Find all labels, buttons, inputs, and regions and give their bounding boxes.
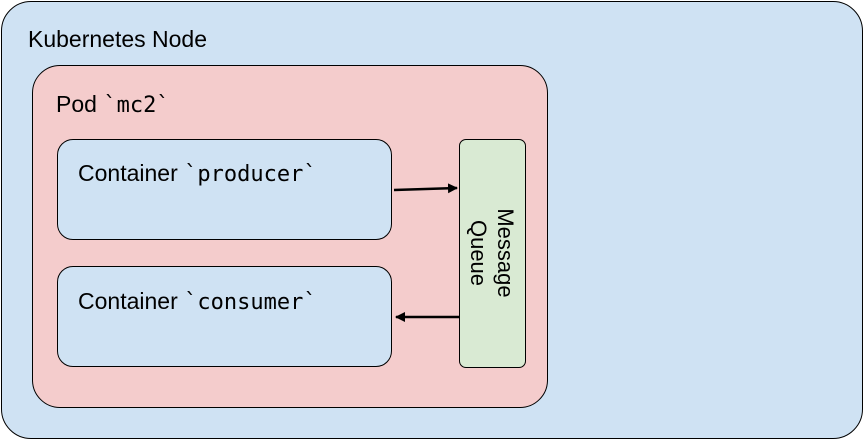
consumer-name: `consumer`	[184, 290, 317, 315]
message-queue-box	[459, 139, 526, 368]
producer-label-prefix: Container	[78, 160, 185, 186]
kubernetes-node-label: Kubernetes Node	[28, 26, 208, 52]
producer-name: `producer`	[184, 162, 317, 187]
producer-container-label: Container `producer`	[78, 162, 317, 186]
producer-container-box	[57, 139, 392, 240]
pod-name: `mc2`	[103, 93, 170, 118]
producer-to-queue-arrow	[393, 183, 458, 194]
pod-label-prefix: Pod	[56, 91, 104, 117]
consumer-container-box	[57, 266, 392, 367]
consumer-container-label: Container `consumer`	[78, 290, 317, 314]
consumer-label-prefix: Container	[78, 288, 185, 314]
pod-label: Pod `mc2`	[56, 93, 170, 117]
